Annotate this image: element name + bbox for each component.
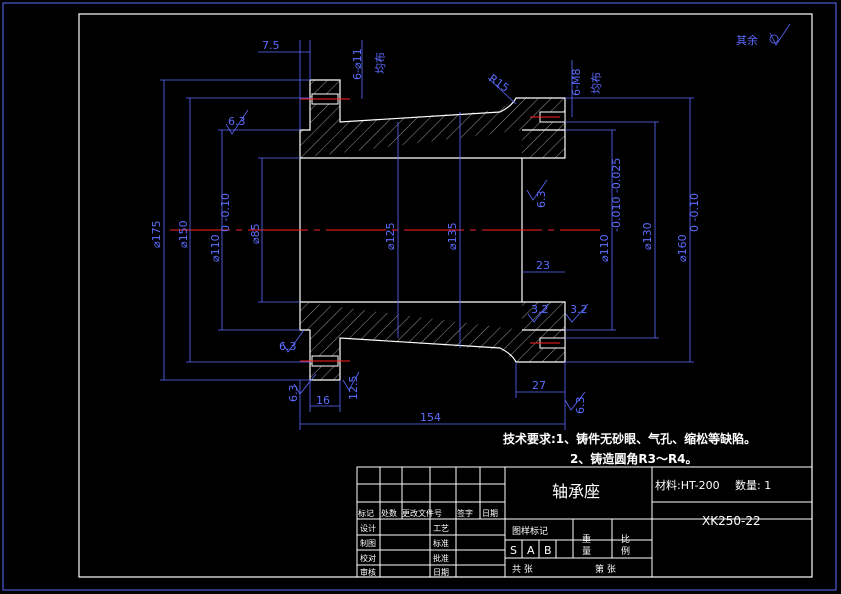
rough-6-3-c: 6.3 <box>287 385 300 403</box>
dim-d110a: ⌀110 <box>209 234 222 262</box>
dim-holes-eq: 均布 <box>374 52 387 74</box>
dim-r15: R15 <box>486 72 511 95</box>
dim-d160: ⌀160 <box>676 234 689 262</box>
dim-holes: 6-⌀11 <box>351 48 364 80</box>
rough-3-2-a: 3.2 <box>531 303 549 316</box>
dim-27: 27 <box>532 379 546 392</box>
row-mid-0: 工艺 <box>433 524 449 533</box>
weight-label: 重 量 <box>580 533 591 555</box>
diameter-dim-lines <box>160 79 694 381</box>
dim-tap: 6-M8 <box>570 69 583 96</box>
dim-d110a-tol: 0 -0.10 <box>219 193 232 232</box>
dim-d125: ⌀125 <box>384 222 397 250</box>
dim-d135: ⌀135 <box>446 222 459 250</box>
dim-d150: ⌀150 <box>177 220 190 248</box>
roughness-symbol-icon <box>769 23 791 46</box>
length-dim-lines <box>258 40 573 430</box>
rough-3-2-b: 3.2 <box>570 303 588 316</box>
section-hatch-top <box>300 80 565 158</box>
rev-header-1: 处数 <box>381 508 397 518</box>
rough-12-5: 12.5 <box>347 376 360 401</box>
drawing-number: XK250-22 <box>702 514 761 528</box>
rough-6-3-a: 6.3 <box>228 115 246 128</box>
dim-d175: ⌀175 <box>150 220 163 248</box>
rev-header-3: 签字 <box>457 508 473 518</box>
roughness-note: 其余 <box>736 33 758 47</box>
row-left-1: 制图 <box>360 538 376 548</box>
sheet-number: 第 张 <box>595 563 616 575</box>
tech-note-2: 2、铸造圆角R3～R4。 <box>570 451 698 466</box>
row-mid-3: 日期 <box>433 568 449 577</box>
quantity-label: 数量: 1 <box>735 479 771 492</box>
material-label: 材料:HT-200 <box>655 478 720 492</box>
title-block <box>356 466 813 578</box>
rev-header-0: 标记 <box>358 508 374 518</box>
rev-header-4: 日期 <box>482 509 498 518</box>
dim-d110b-tol: -0.010 -0.025 <box>610 158 623 232</box>
rough-6-3-d: 6.3 <box>535 191 548 209</box>
inner-frame <box>78 13 813 578</box>
row-left-2: 校对 <box>360 553 376 563</box>
dim-tap-eq: 均布 <box>590 72 603 94</box>
dim-7-5: 7.5 <box>262 39 280 52</box>
row-mid-2: 批准 <box>433 553 449 563</box>
part-name: 轴承座 <box>552 482 600 501</box>
dim-d160-tol: 0 -0.10 <box>688 193 701 232</box>
section-hatch-bottom <box>300 302 565 380</box>
scale-label: 比 例 <box>619 533 630 556</box>
dim-d85: ⌀85 <box>249 223 262 244</box>
dim-154: 154 <box>420 411 441 424</box>
row-left-3: 审核 <box>360 567 376 577</box>
dim-d130: ⌀130 <box>641 222 654 250</box>
dim-23: 23 <box>536 259 550 272</box>
stage-a: A <box>527 544 535 557</box>
stage-label: 图样标记 <box>512 525 548 537</box>
rough-6-3-b: 6.3 <box>279 340 297 353</box>
roughness-marks <box>225 109 589 411</box>
stage-s: S <box>510 544 517 557</box>
rough-6-3-e: 6.3 <box>574 397 587 415</box>
stage-b: B <box>544 544 552 557</box>
dim-16: 16 <box>316 394 330 407</box>
rev-header-2: 更改文件号 <box>402 508 442 518</box>
dim-d110b: ⌀110 <box>598 234 611 262</box>
row-mid-1: 标准 <box>433 538 449 548</box>
tech-note-1: 技术要求:1、铸件无砂眼、气孔、缩松等缺陷。 <box>503 431 756 446</box>
row-left-0: 设计 <box>360 523 376 533</box>
total-sheets: 共 张 <box>512 564 533 575</box>
